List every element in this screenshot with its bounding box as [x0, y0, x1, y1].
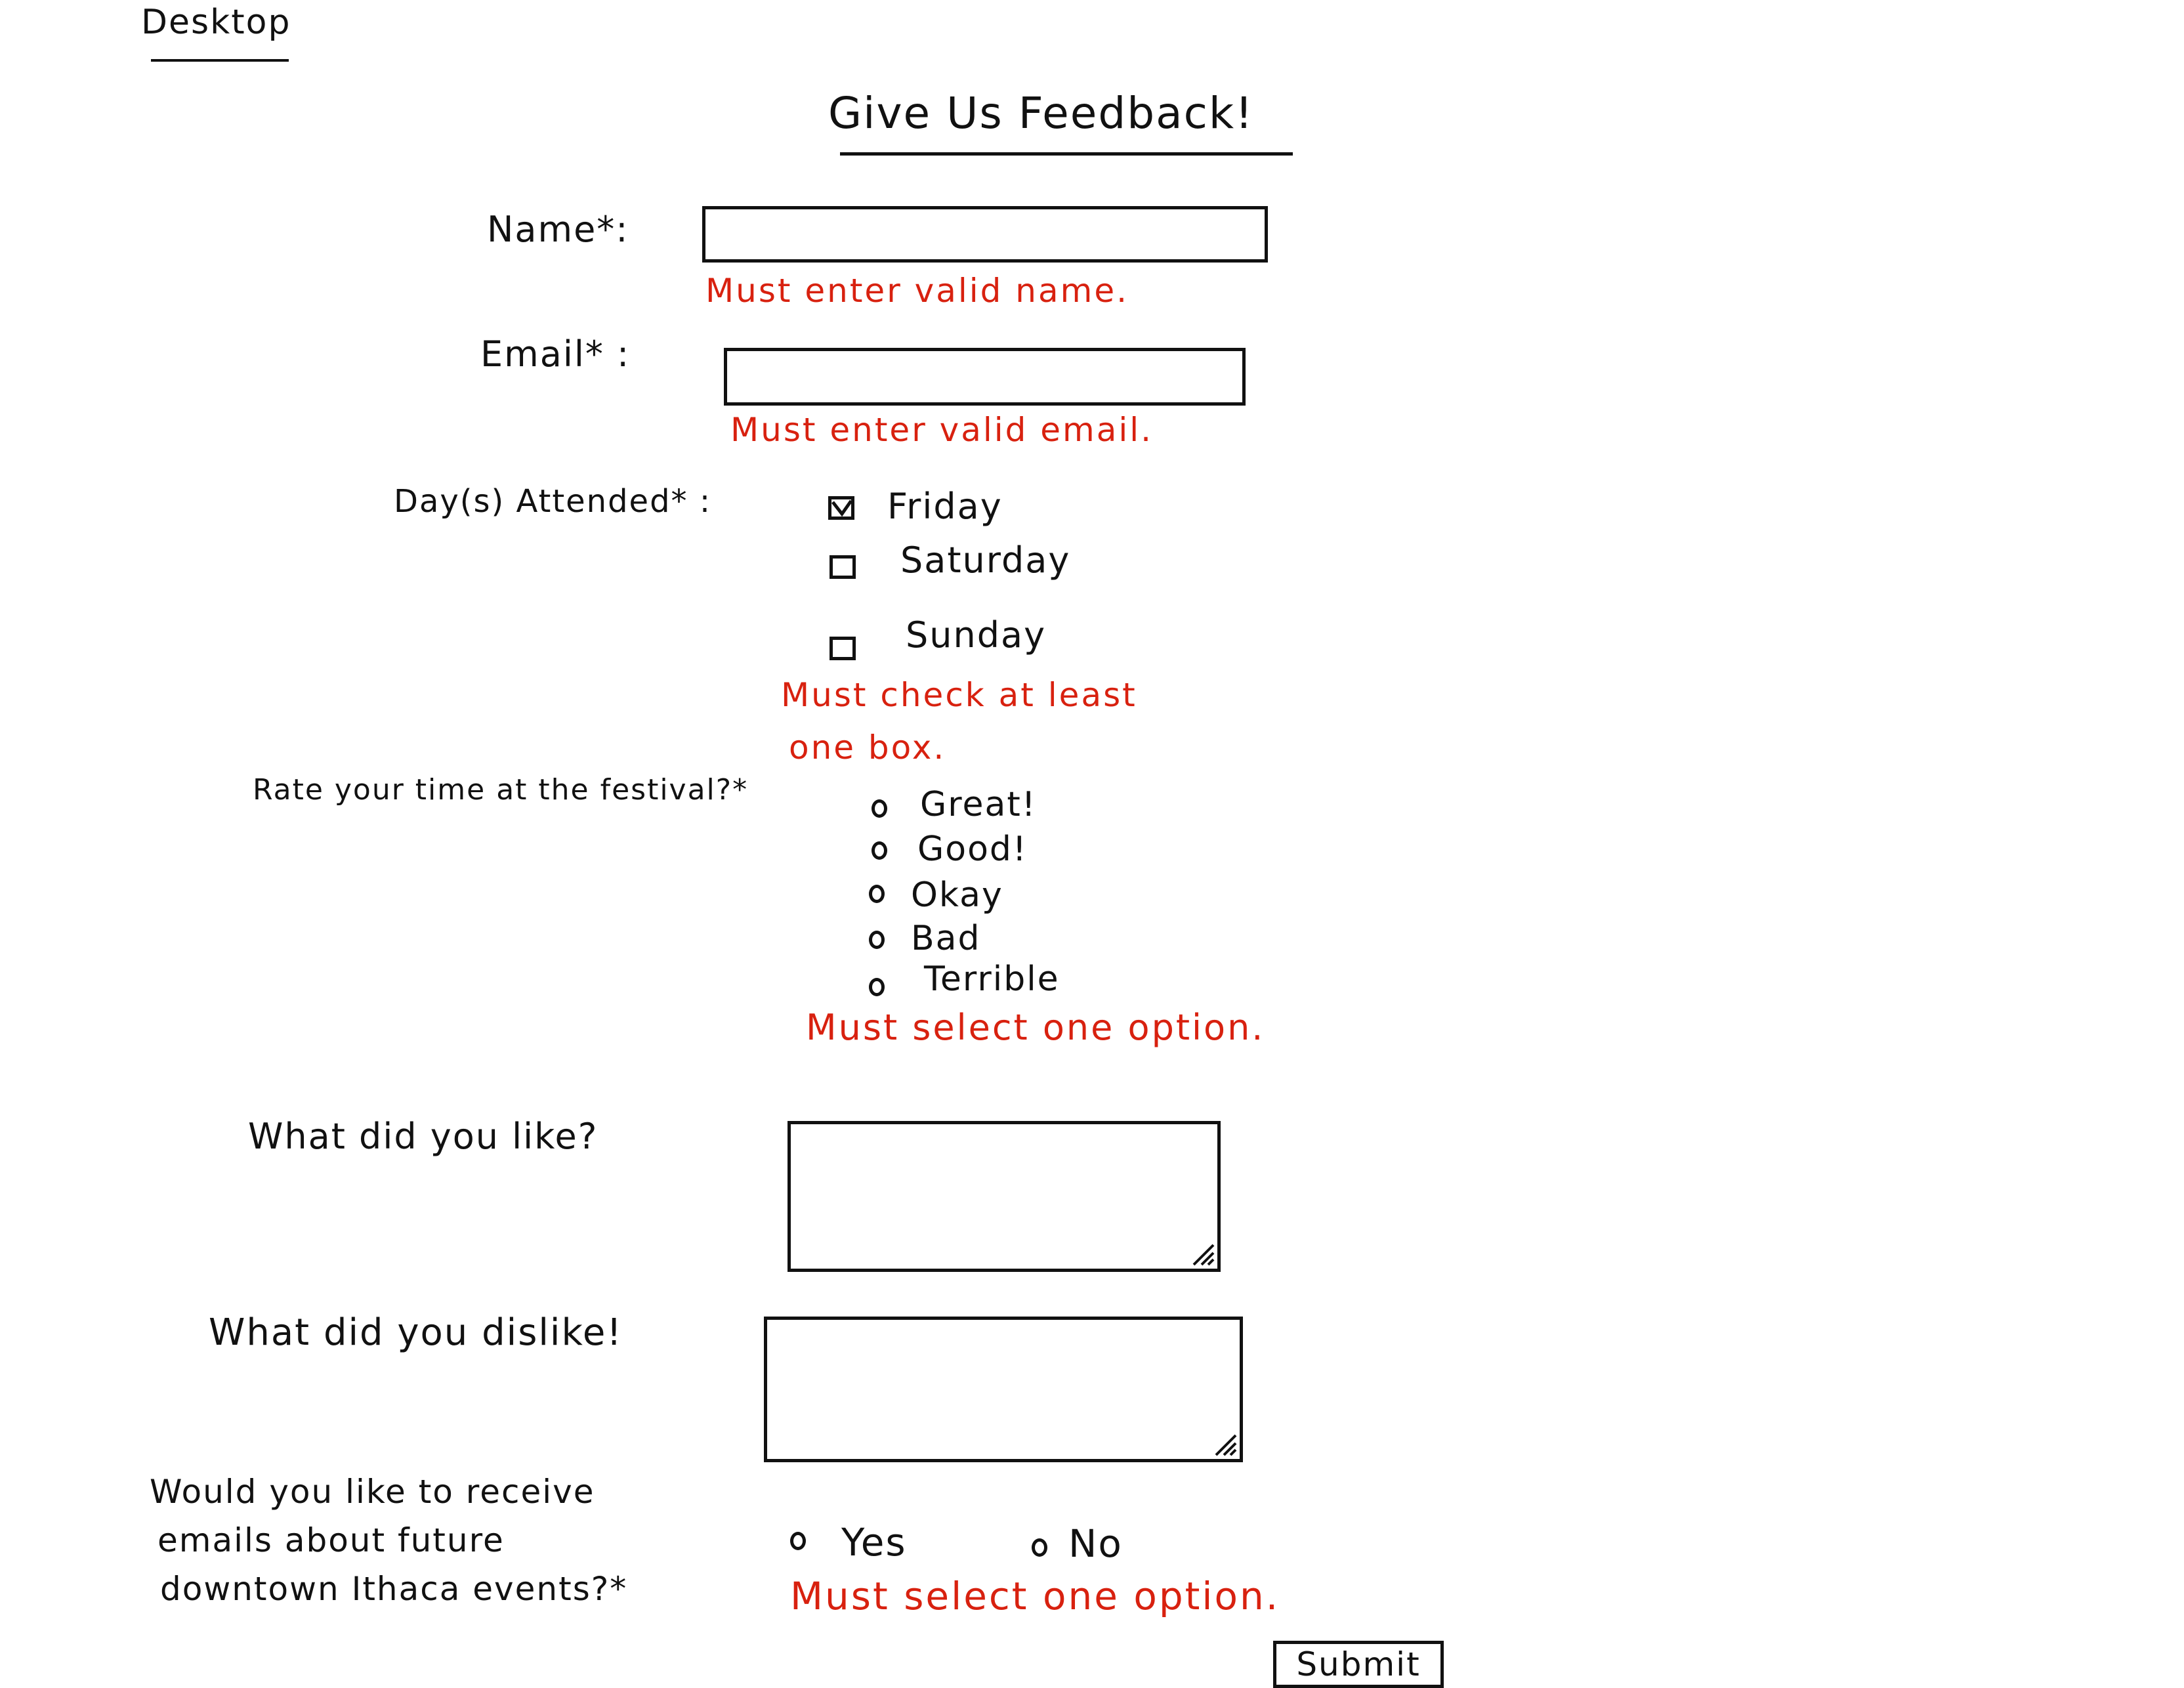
- emails-label-line1: Would you like to receive: [150, 1473, 595, 1511]
- checkbox-friday-label: Friday: [887, 486, 1003, 527]
- email-input[interactable]: [724, 348, 1246, 406]
- rating-label: Rate your time at the festival?*: [253, 773, 749, 807]
- resize-handle-icon[interactable]: [1212, 1431, 1238, 1458]
- radio-good-label: Good!: [917, 830, 1028, 869]
- name-input[interactable]: [702, 206, 1268, 263]
- page-label-underline: [151, 59, 289, 62]
- emails-error: Must select one option.: [790, 1574, 1280, 1618]
- email-error: Must enter valid email.: [730, 411, 1154, 449]
- name-error: Must enter valid name.: [705, 272, 1129, 310]
- title-underline: [840, 152, 1293, 156]
- submit-button[interactable]: Submit: [1273, 1641, 1444, 1688]
- email-label: Email* :: [480, 333, 631, 375]
- page-title: Give Us Feedback!: [828, 88, 1254, 138]
- radio-good[interactable]: [872, 841, 887, 860]
- days-error-line1: Must check at least: [781, 676, 1137, 714]
- check-mark-icon: [831, 499, 852, 517]
- radio-great[interactable]: [872, 799, 887, 818]
- checkbox-sunday[interactable]: [830, 637, 856, 660]
- emails-label-line2: emails about future: [158, 1521, 505, 1559]
- checkbox-saturday[interactable]: [830, 555, 856, 579]
- liked-label: What did you like?: [248, 1116, 598, 1157]
- disliked-textarea[interactable]: [764, 1317, 1243, 1462]
- rating-error: Must select one option.: [806, 1007, 1265, 1048]
- name-label: Name*:: [487, 209, 629, 250]
- page-label: Desktop: [141, 3, 291, 42]
- radio-terrible[interactable]: [869, 978, 885, 996]
- radio-yes-label: Yes: [841, 1520, 907, 1565]
- radio-bad-label: Bad: [911, 919, 981, 958]
- radio-okay-label: Okay: [911, 876, 1003, 915]
- radio-okay[interactable]: [869, 885, 885, 903]
- liked-textarea[interactable]: [788, 1121, 1221, 1272]
- radio-bad[interactable]: [869, 931, 885, 949]
- checkbox-sunday-label: Sunday: [906, 614, 1047, 656]
- radio-no[interactable]: [1032, 1538, 1047, 1557]
- days-error-line2: one box.: [789, 728, 946, 767]
- days-label: Day(s) Attended* :: [394, 483, 711, 520]
- radio-terrible-label: Terrible: [924, 960, 1060, 999]
- resize-handle-icon[interactable]: [1190, 1241, 1216, 1267]
- emails-label-line3: downtown Ithaca events?*: [160, 1570, 628, 1608]
- radio-yes[interactable]: [790, 1532, 806, 1550]
- radio-no-label: No: [1068, 1521, 1123, 1566]
- radio-great-label: Great!: [920, 785, 1037, 824]
- checkbox-saturday-label: Saturday: [900, 539, 1071, 581]
- disliked-label: What did you dislike!: [209, 1311, 623, 1354]
- checkbox-friday[interactable]: [828, 496, 854, 520]
